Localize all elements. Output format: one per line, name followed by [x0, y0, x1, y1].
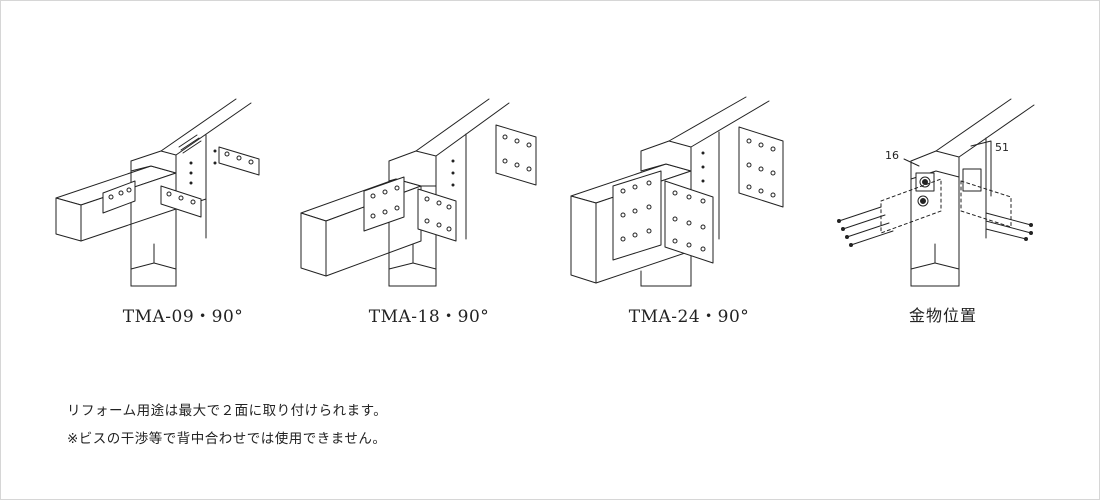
caption-tma24: TMA-24・90° [628, 307, 750, 327]
caption-tma18: TMA-18・90° [368, 307, 490, 327]
note-line-2: ※ビスの干渉等で背中合わせでは使用できません。 [67, 431, 387, 447]
caption-position: 金物位置 [908, 306, 977, 325]
note-line-1: リフォーム用途は最大で２面に取り付けられます。 [67, 403, 388, 419]
dimension-51: 51 [995, 141, 1009, 154]
tma09-drawing [55, 98, 260, 287]
tma24-drawing [570, 96, 784, 287]
tma18-drawing [300, 98, 537, 287]
dimension-16: 16 [885, 149, 899, 162]
position-drawing: 16 51 [837, 98, 1035, 287]
caption-tma09: TMA-09・90° [122, 307, 244, 327]
